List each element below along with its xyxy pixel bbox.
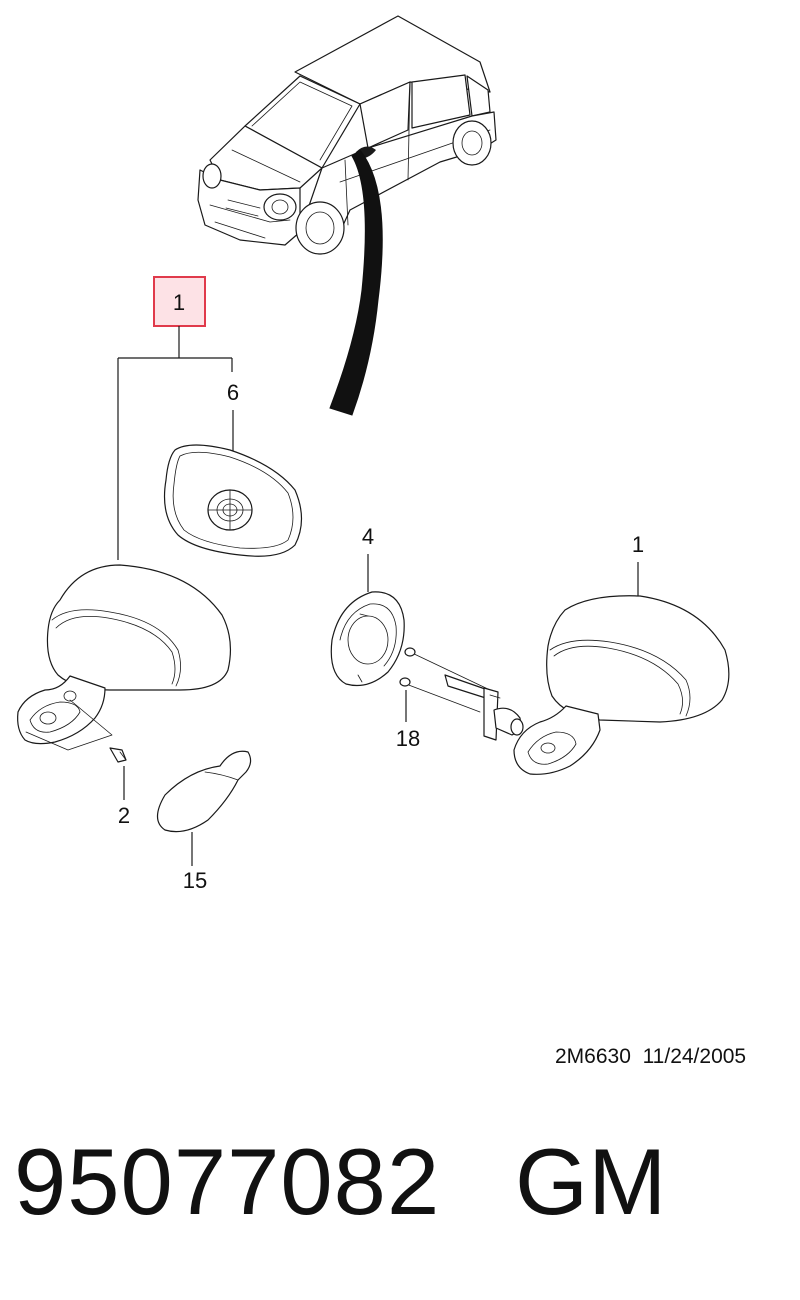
brand-name: GM [515, 1129, 667, 1234]
callout-1-top[interactable]: 1 [173, 290, 185, 315]
cover-part [156, 750, 252, 833]
part-number: 95077082 [14, 1129, 441, 1234]
backing-plate-part [330, 591, 405, 687]
location-pointer [329, 149, 383, 416]
diagram-date: 11/24/2005 [642, 1045, 747, 1068]
callout-15: 15 [183, 868, 207, 893]
callout-2: 2 [118, 803, 130, 828]
callout-6: 6 [227, 380, 239, 405]
diagram-code: 2M6630 [555, 1045, 631, 1068]
left-mirror-assembly [17, 564, 232, 751]
mirror-glass-part [163, 444, 303, 557]
callout-1-right: 1 [632, 532, 644, 557]
callout-18: 18 [396, 726, 420, 751]
right-mirror-assembly [513, 595, 730, 775]
screw-part [109, 747, 127, 763]
car-illustration [197, 15, 497, 255]
diagram-reference: 2M6630 11/24/2005 [555, 1045, 746, 1069]
actuator-part [399, 647, 524, 741]
callout-4: 4 [362, 524, 374, 549]
